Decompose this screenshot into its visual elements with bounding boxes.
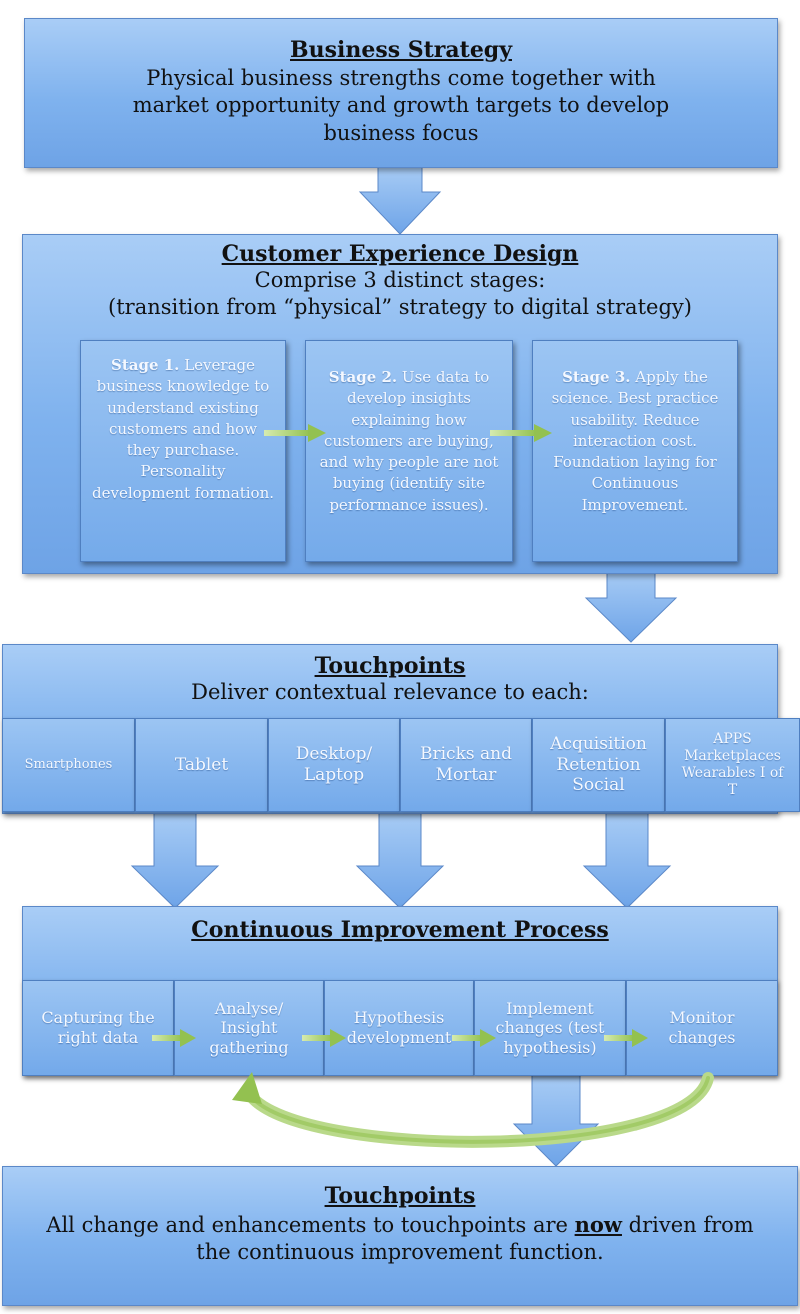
stage-2-card: Stage 2. Use data to develop insights ex… [305,340,513,562]
down-arrow-1 [358,165,442,235]
stage-3-text: Apply the science. Best practice usabili… [551,368,719,514]
stage-arrow-2 [490,424,552,442]
touchpoint-apps-marketplaces: APPS Marketplaces Wearables I of T [665,718,800,812]
cx-design-line-1: Comprise 3 distinct stages: [254,268,546,292]
cip-step-capture: Capturing the right data [22,980,174,1076]
cip-title: Continuous Improvement Process [191,917,609,943]
stage-1-label: Stage 1. [111,356,180,374]
touchpoint-acquisition-retention-social: Acquisition Retention Social [532,718,665,812]
cip-step-analyse: Analyse/ Insight gathering [174,980,324,1076]
stage-1-card: Stage 1. Leverage business knowledge to … [80,340,286,562]
emphasis-now: now [574,1212,622,1237]
cip-arrow-1 [152,1029,196,1047]
cx-design-title: Customer Experience Design [221,241,579,267]
final-touchpoints-line-2: the continuous improvement function. [196,1240,604,1265]
touchpoint-smartphones: Smartphones [2,718,135,812]
cip-arrow-2 [302,1029,346,1047]
final-touchpoints-title: Touchpoints [324,1183,476,1209]
touchpoint-bricks-and-mortar: Bricks and Mortar [400,718,532,812]
down-arrow-5 [582,811,672,909]
business-strategy-line-2: market opportunity and growth targets to… [132,93,670,118]
business-strategy-line-3: business focus [323,120,479,145]
cip-arrow-3 [452,1029,496,1047]
touchpoints-subtitle: Deliver contextual relevance to each: [191,680,589,704]
business-strategy-line-1: Physical business strengths come togethe… [146,66,656,90]
business-strategy-box: Business Strategy Physical business stre… [24,18,778,168]
cip-arrow-4 [604,1029,648,1047]
down-arrow-4 [355,811,445,909]
business-strategy-title: Business Strategy [290,37,512,63]
final-touchpoints-line-1: All change and enhancements to touchpoin… [46,1212,754,1237]
cip-step-hypothesis: Hypothesis development [324,980,474,1076]
cx-design-line-2: (transition from “physical” strategy to … [108,295,692,320]
down-arrow-2 [584,569,678,643]
stage-3-label: Stage 3. [562,368,631,386]
stage-1-text: Leverage business knowledge to understan… [91,356,275,502]
cip-step-monitor: Monitor changes [626,980,778,1076]
stage-2-text: Use data to develop insights explaining … [319,368,499,514]
touchpoints-title: Touchpoints [314,653,466,679]
stage-3-card: Stage 3. Apply the science. Best practic… [532,340,738,562]
stage-2-label: Stage 2. [328,368,398,386]
feedback-loop-arrow [232,1072,714,1148]
final-touchpoints-box: Touchpoints All change and enhancements … [2,1166,798,1306]
touchpoint-desktop-laptop: Desktop/ Laptop [268,718,400,812]
stage-arrow-1 [264,424,326,442]
touchpoint-tablet: Tablet [135,718,268,812]
cip-step-implement: Implement changes (test hypothesis) [474,980,626,1076]
down-arrow-3 [130,811,220,909]
